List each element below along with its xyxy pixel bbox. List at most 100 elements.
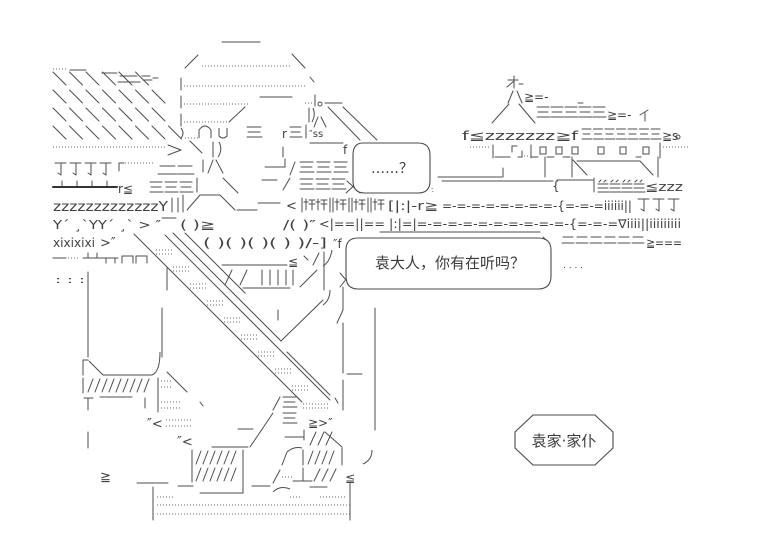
art-stroke: [230, 450, 237, 465]
art-stroke: [289, 161, 296, 176]
speech-bubble-2-outline: [345, 237, 552, 290]
art-stroke: [122, 378, 129, 393]
art-text-fragment: <|==||== |:|=|=-=-=-=-=-=-=-=-=-=-{=-=-=…: [319, 217, 681, 231]
art-curve: [218, 128, 228, 139]
art-stroke: [164, 234, 331, 401]
art-stroke: [219, 194, 236, 211]
art-stroke: [507, 90, 514, 104]
art-stroke: [281, 451, 288, 466]
art-text-fragment: r≦: [118, 182, 133, 196]
art-curve: [151, 351, 161, 376]
art-text-fragment: xixixixi: [53, 236, 95, 250]
art-stroke: [610, 179, 614, 183]
art-stroke: [87, 172, 92, 176]
art-stroke: [108, 378, 115, 393]
art-stroke: [223, 450, 230, 465]
art-stroke: [85, 71, 100, 86]
art-stroke: [135, 71, 149, 86]
art-stroke: [334, 397, 339, 404]
art-curve: [317, 101, 323, 107]
art-stroke: [634, 179, 638, 183]
art-stroke: [216, 467, 223, 482]
art-stroke: [309, 76, 315, 83]
caption-label-box: [514, 414, 614, 466]
art-stroke: [52, 71, 67, 86]
art-stroke: [209, 467, 216, 482]
art-text-fragment: {: [552, 179, 560, 193]
art-stroke: [102, 172, 107, 176]
art-stroke: [118, 71, 133, 86]
art-stroke: [222, 177, 239, 194]
art-stroke: [151, 89, 166, 104]
art-stroke: [327, 106, 361, 141]
art-stroke: [603, 179, 607, 183]
art-stroke: [329, 468, 337, 482]
art-text-fragment: ≧s: [662, 129, 678, 143]
art-text-fragment: ″ss: [309, 129, 323, 140]
art-stroke: [184, 232, 246, 294]
speech-bubble-1-text: ……？: [371, 161, 413, 177]
art-stroke: [325, 431, 333, 446]
art-stroke: [230, 467, 237, 482]
art-stroke: [320, 116, 327, 128]
art-text-fragment: >″: [100, 236, 116, 251]
art-text-fragment: /( )″: [283, 218, 317, 232]
art-stroke: [670, 208, 675, 212]
art-stroke: [166, 371, 188, 393]
art-stroke: [280, 299, 324, 342]
art-text-fragment: . . . .: [563, 261, 583, 271]
art-stroke: [299, 269, 318, 288]
art-stroke: [639, 160, 654, 176]
caption-label: 袁家·家仆: [514, 414, 614, 466]
art-text-fragment: Y´ ¸`YY´ ¸` > ″: [52, 218, 162, 232]
art-strokes: [52, 41, 690, 521]
art-stroke: [189, 140, 203, 154]
art-stroke: [313, 468, 321, 482]
art-stroke: [115, 378, 122, 393]
art-stroke: [572, 159, 588, 176]
art-stroke: [324, 431, 343, 448]
art-text-fragment: ≧===: [646, 236, 682, 250]
art-stroke: [312, 252, 320, 266]
art-text-fragment: [|:|-r≧: [388, 199, 438, 213]
art-stroke: [135, 125, 149, 140]
art-stroke: [639, 179, 643, 183]
art-stroke: [209, 450, 216, 465]
art-stroke: [52, 89, 67, 104]
speech-bubble-1-outline: [352, 142, 431, 194]
art-stroke: [69, 89, 83, 104]
art-stroke: [639, 109, 649, 116]
art-stroke: [135, 107, 149, 122]
art-stroke: [314, 450, 321, 465]
art-text-fragment: =-=-=-=-=-=-=-=-{=-=-=iiiiii||: [442, 199, 632, 213]
speech-bubble-2: 袁大人，你有在听吗？: [345, 237, 552, 290]
art-stroke: [518, 103, 536, 124]
art-stroke: [102, 125, 116, 140]
art-text-fragment: ≦: [288, 255, 298, 269]
art-stroke: [118, 107, 133, 122]
art-stroke: [239, 269, 248, 286]
art-text-fragment: r: [282, 127, 287, 141]
art-stroke: [249, 412, 274, 448]
art-text-fragment: ″<: [177, 435, 193, 450]
art-stroke: [202, 467, 209, 482]
art-stroke: [516, 90, 523, 104]
art-stroke: [328, 450, 335, 465]
art-text-fragment: ≦zzz: [645, 180, 683, 194]
caption-label-text: 袁家·家仆: [532, 432, 597, 450]
art-curve: [217, 141, 222, 158]
art-stroke: [195, 467, 202, 482]
art-stroke: [85, 125, 100, 140]
art-stroke: [431, 187, 434, 193]
art-stroke: [303, 255, 309, 261]
art-stroke: [223, 467, 230, 482]
art-stroke: [69, 125, 83, 140]
art-curve: [198, 125, 212, 138]
art-stroke: [615, 179, 619, 183]
art-stroke: [136, 378, 143, 393]
art-stroke: [598, 179, 602, 183]
art-stroke: [506, 80, 515, 88]
art-stroke: [272, 469, 281, 484]
